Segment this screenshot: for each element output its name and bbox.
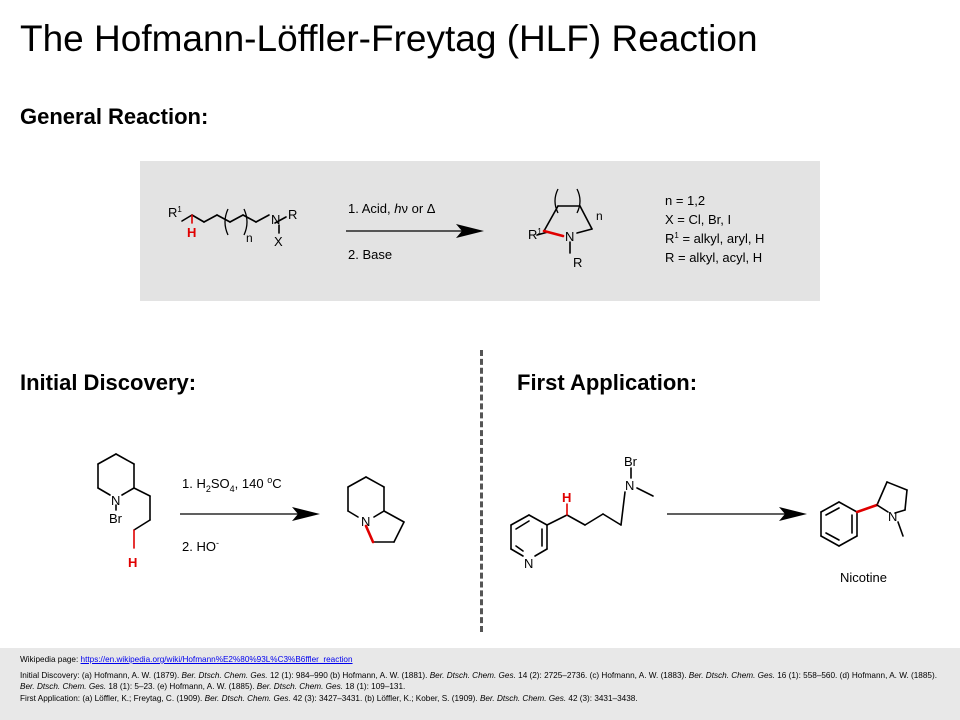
reactant-h-label: H (187, 225, 196, 240)
first-application-references: First Application: (a) Löffler, K.; Frey… (20, 693, 940, 705)
first-application-scheme: N H N Br N Nicotine (510, 454, 908, 585)
indolizidine-bonds (347, 476, 405, 544)
general-step1-text: 1. Acid, hν or Δ (348, 201, 436, 216)
reference-segment: Ber. Dtsch. Chem. Ges. (204, 693, 291, 703)
general-reaction-arrowhead (456, 224, 484, 238)
note-x-values: X = Cl, Br, I (665, 212, 731, 227)
nicotine-nitrogen: N (888, 509, 897, 524)
note-n-values: n = 1,2 (665, 193, 705, 208)
nicotine-label: Nicotine (840, 570, 887, 585)
initial-discovery-references: Initial Discovery: (a) Hofmann, A. W. (1… (20, 670, 940, 693)
nicotine-bonds (820, 481, 908, 547)
reactant-right-bracket (243, 208, 248, 236)
first-application-heading: First Application: (517, 370, 698, 395)
product-r-label: R (573, 255, 582, 270)
pyridine-nitrogen: N (524, 556, 533, 571)
first-reactant-nitrogen: N (625, 478, 634, 493)
first-reactant-br: Br (624, 454, 638, 469)
references-footer: Wikipedia page: https://en.wikipedia.org… (0, 648, 960, 720)
reactant-chain-bonds (181, 214, 287, 234)
reference-segment: Initial Discovery: (a) Hofmann, A. W. (1… (20, 670, 182, 680)
reactant-x-label: X (274, 234, 283, 249)
note-r-values: R = alkyl, acyl, H (665, 250, 762, 265)
pyridine-bonds (510, 514, 548, 557)
wikipedia-link[interactable]: https://en.wikipedia.org/wiki/Hofmann%E2… (80, 655, 353, 664)
initial-step2-text: 2. HO- (182, 538, 219, 554)
initial-reactant-h: H (128, 555, 137, 570)
reference-segment: 16 (1): 558–560. (d) Hofmann, A. W. (188… (774, 670, 937, 680)
general-reaction-panel: R1 H n N R X 1. Acid, hν or Δ 2. Base R1… (140, 161, 820, 301)
reference-segment: First Application: (a) Löffler, K.; Frey… (20, 693, 205, 703)
reactant-left-bracket (224, 208, 229, 236)
reference-segment: 14 (2): 2725–2736. (c) Hofmann, A. W. (1… (515, 670, 689, 680)
reference-segment: 42 (3): 3431–3438. (566, 693, 638, 703)
reactant-r-label: R (288, 207, 297, 222)
product-left-bracket (554, 188, 559, 214)
first-reaction-arrowhead (779, 507, 807, 521)
product-n-index: n (596, 209, 603, 223)
reactant-n-index: n (246, 231, 253, 245)
general-reaction-heading: General Reaction: (20, 104, 209, 129)
general-step2-text: 2. Base (348, 247, 392, 262)
reactant-side-chain-bonds (546, 467, 654, 526)
product-r1-label: R1 (528, 227, 542, 242)
initial-step1-text: 1. H2SO4, 140 oC (182, 475, 282, 494)
initial-reactant-bonds (97, 453, 151, 549)
reference-segment: Ber. Dtsch. Chem. Ges. (256, 682, 343, 692)
reference-segment: Ber. Dtsch. Chem. Ges. (20, 682, 107, 692)
reference-segment: Ber. Dtsch. Chem. Ges. (479, 693, 567, 703)
indolizidine-nitrogen: N (361, 514, 370, 529)
initial-reactant-nitrogen: N (111, 493, 120, 508)
product-ring-bonds (536, 205, 593, 254)
reactant-r1-label: R1 (168, 205, 182, 220)
section-divider (480, 350, 483, 632)
reference-segment: 18 (1): 109–131. (342, 682, 406, 692)
general-reaction-scheme: R1 H n N R X 1. Acid, hν or Δ 2. Base R1… (168, 188, 764, 270)
reactant-nitrogen: N (271, 212, 280, 227)
reference-segment: 42 (3): 3427–3431. (b) Löffler, K.; Kobe… (290, 693, 480, 703)
initial-reaction-arrowhead (292, 507, 320, 521)
reference-segment: Ber. Dtsch. Chem. Ges. (181, 670, 268, 680)
reference-segment: 12 (1): 984–990 (b) Hofmann, A. W. (1881… (267, 670, 430, 680)
initial-discovery-heading: Initial Discovery: (20, 370, 197, 395)
first-reactant-h: H (562, 490, 571, 505)
page-title: The Hofmann-Löffler-Freytag (HLF) Reacti… (20, 18, 758, 59)
reference-segment: 18 (1): 5–23. (e) Hofmann, A. W. (1885). (106, 682, 257, 692)
product-right-bracket (576, 188, 581, 214)
initial-reactant-br: Br (109, 511, 123, 526)
product-nitrogen: N (565, 229, 574, 244)
reference-segment: Ber. Dtsch. Chem. Ges. (688, 670, 775, 680)
initial-discovery-scheme: N Br H 1. H2SO4, 140 oC 2. HO- N (97, 453, 405, 570)
reference-segment: Ber. Dtsch. Chem. Ges. (429, 670, 516, 680)
wikipedia-reference: Wikipedia page: https://en.wikipedia.org… (20, 655, 353, 664)
note-r1-values: R1 = alkyl, aryl, H (665, 231, 764, 246)
